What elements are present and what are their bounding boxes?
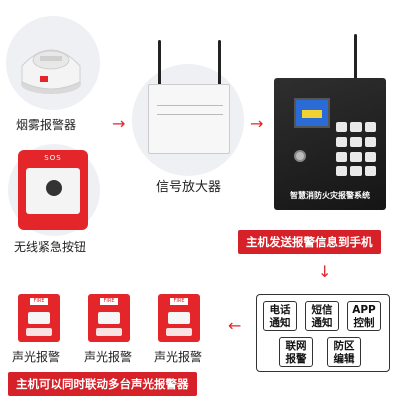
emergency-button-label: 无线紧急按钮 [14, 240, 87, 254]
linkage-banner: 主机可以同时联动多台声光报警器 [8, 372, 197, 396]
key-lock-icon [294, 150, 306, 162]
smoke-detector-icon [21, 49, 81, 94]
arrow-right-icon: → [112, 114, 126, 133]
antenna-icon [158, 40, 161, 86]
arrow-left-icon: ← [228, 316, 242, 335]
strobe-alarm-device: FIRE [18, 294, 60, 342]
alarm-host-device: 智慧消防火灾报警系统 [274, 78, 386, 210]
amplifier-strip [157, 105, 223, 115]
arrow-down-icon: ↓ [318, 262, 332, 281]
arrow-right-icon: → [250, 114, 264, 133]
host-brand: 智慧消防火灾报警系统 [290, 191, 370, 200]
feature-phone-notify: 电话 通知 [263, 301, 297, 331]
feature-sms-notify: 短信 通知 [305, 301, 339, 331]
host-to-phone-banner: 主机发送报警信息到手机 [238, 230, 381, 254]
emergency-button-panel [26, 168, 80, 214]
strobe-alarm-device: FIRE [158, 294, 200, 342]
amplifier-label: 信号放大器 [156, 180, 222, 195]
antenna-icon [218, 40, 221, 86]
signal-amplifier-device [148, 84, 230, 154]
host-screen [294, 98, 330, 128]
strobe-label: 声光报警 [12, 350, 61, 364]
host-keypad [336, 122, 376, 178]
strobe-label: 声光报警 [84, 350, 133, 364]
feature-app-control: APP 控制 [347, 301, 381, 331]
press-button-icon [46, 180, 62, 196]
emergency-button-text: SOS [44, 154, 62, 162]
emergency-button-device: SOS [18, 150, 88, 230]
feature-zone-edit: 防区 编辑 [327, 337, 361, 367]
strobe-label: 声光报警 [154, 350, 203, 364]
feature-box: 电话 通知 短信 通知 APP 控制 联网 报警 防区 编辑 [256, 294, 390, 372]
smoke-detector-label: 烟雾报警器 [16, 118, 77, 132]
strobe-alarm-device: FIRE [88, 294, 130, 342]
antenna-icon [354, 34, 357, 80]
feature-network-alarm: 联网 报警 [279, 337, 313, 367]
